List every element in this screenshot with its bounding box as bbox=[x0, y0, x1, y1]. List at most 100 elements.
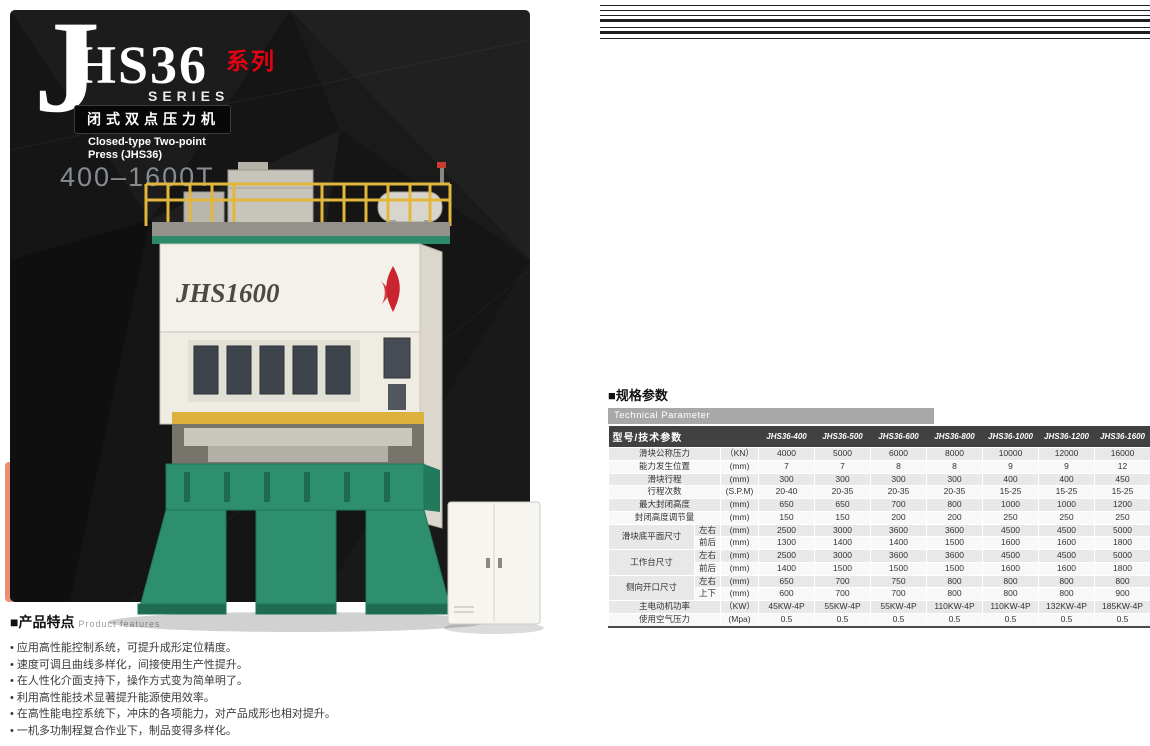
spec-value: 2500 bbox=[758, 549, 816, 563]
param-name: 使用空气压力 bbox=[608, 612, 721, 628]
spec-value: 200 bbox=[926, 510, 984, 525]
decor-line bbox=[600, 38, 1150, 39]
features-heading-en: Product features bbox=[78, 619, 159, 629]
model-column-header: JHS36-500 bbox=[814, 426, 871, 448]
spec-value: 800 bbox=[1094, 574, 1150, 589]
spec-value: 185KW-4P bbox=[1094, 600, 1150, 614]
spec-value: 6000 bbox=[870, 447, 928, 461]
machine-shadow bbox=[108, 612, 488, 632]
tonnage-range: 400–1600T bbox=[60, 162, 215, 192]
spec-value: 400 bbox=[982, 472, 1040, 487]
machine-bed bbox=[165, 463, 440, 512]
feature-list: • 应用高性能控制系统，可提升成形定位精度。• 速度可调且曲线多样化，间接使用生… bbox=[10, 640, 576, 739]
spec-value: 110KW-4P bbox=[982, 600, 1040, 614]
model-column-header: JHS36-1000 bbox=[982, 426, 1039, 448]
param-sub-label: 前后 bbox=[694, 536, 721, 551]
feature-item: • 速度可调且曲线多样化，间接使用生产性提升。 bbox=[10, 658, 248, 671]
specs-section: ■规格参数 Technical Parameter 型号/技术参数 JHS36-… bbox=[608, 385, 1150, 628]
model-column-header: JHS36-400 bbox=[758, 426, 815, 448]
spec-value: 4500 bbox=[982, 549, 1040, 563]
spec-value: 150 bbox=[814, 510, 872, 525]
spec-value: 400 bbox=[1038, 472, 1096, 487]
param-unit: (Mpa) bbox=[719, 612, 760, 628]
spec-value: 8 bbox=[926, 459, 984, 474]
param-unit: (S.P.M) bbox=[719, 485, 760, 500]
model-column-header: JHS36-600 bbox=[870, 426, 927, 448]
param-unit: (mm) bbox=[719, 510, 760, 525]
spec-value: 600 bbox=[758, 587, 816, 602]
spec-value: 3000 bbox=[814, 523, 872, 538]
param-unit: (mm) bbox=[719, 472, 760, 487]
model-column-header: JHS36-1600 bbox=[1094, 426, 1150, 448]
spec-value: 10000 bbox=[982, 447, 1040, 461]
spec-value: 5000 bbox=[814, 447, 872, 461]
control-cabinet bbox=[447, 501, 541, 625]
side-control-box bbox=[383, 337, 411, 379]
spec-value: 650 bbox=[758, 574, 816, 589]
param-name: 封闭高度调节量 bbox=[608, 510, 721, 525]
param-name: 滑块底平面尺寸 bbox=[608, 523, 695, 551]
press-machine-illustration: JHS1600 bbox=[108, 162, 544, 634]
spec-value: 12000 bbox=[1038, 447, 1096, 461]
spec-value: 0.5 bbox=[982, 612, 1040, 628]
series-title: HS36 bbox=[74, 35, 209, 95]
machine-legs bbox=[137, 509, 453, 615]
param-unit: (mm) bbox=[719, 498, 760, 512]
spec-value: 20-35 bbox=[814, 485, 872, 500]
spec-value: 800 bbox=[1038, 587, 1096, 602]
subtitle-line1: Closed-type Two-point bbox=[88, 136, 206, 148]
spec-value: 7 bbox=[758, 459, 816, 474]
spec-value: 2500 bbox=[758, 523, 816, 538]
param-sub-label: 前后 bbox=[694, 561, 721, 576]
param-name: 能力发生位置 bbox=[608, 459, 721, 474]
subtitle-line2: Press (JHS36) bbox=[88, 149, 162, 161]
spec-value: 650 bbox=[814, 498, 872, 512]
spec-value: 650 bbox=[758, 498, 816, 512]
param-sub-label: 左右 bbox=[694, 549, 721, 563]
spec-value: 1400 bbox=[758, 561, 816, 576]
param-unit: (mm) bbox=[719, 549, 760, 563]
spec-value: 55KW-4P bbox=[814, 600, 872, 614]
spec-value: 20-35 bbox=[926, 485, 984, 500]
param-name: 主电动机功率 bbox=[608, 600, 721, 614]
param-name: 行程次数 bbox=[608, 485, 721, 500]
spec-value: 4500 bbox=[1038, 523, 1096, 538]
spec-value: 150 bbox=[758, 510, 816, 525]
decor-line bbox=[600, 31, 1150, 34]
spec-value: 450 bbox=[1094, 472, 1150, 487]
spec-value: 700 bbox=[814, 574, 872, 589]
spec-value: 1800 bbox=[1094, 561, 1150, 576]
spec-value: 0.5 bbox=[926, 612, 984, 628]
spec-value: 300 bbox=[870, 472, 928, 487]
spec-value: 4500 bbox=[982, 523, 1040, 538]
param-unit: (mm) bbox=[719, 587, 760, 602]
machine-body: JHS1600 bbox=[159, 243, 443, 529]
spec-value: 1000 bbox=[1038, 498, 1096, 512]
spec-value: 1500 bbox=[870, 561, 928, 576]
feature-item: • 在人性化介面支持下，操作方式变为简单明了。 bbox=[10, 675, 248, 687]
param-unit: （KW） bbox=[719, 600, 760, 614]
spec-value: 1000 bbox=[982, 498, 1040, 512]
param-name: 滑块行程 bbox=[608, 472, 721, 487]
spec-value: 55KW-4P bbox=[870, 600, 928, 614]
brand-mark bbox=[386, 266, 400, 312]
spec-value: 1600 bbox=[982, 561, 1040, 576]
spec-value: 800 bbox=[926, 587, 984, 602]
machine-green-trim bbox=[152, 236, 450, 244]
spec-value: 5000 bbox=[1094, 549, 1150, 563]
spec-value: 0.5 bbox=[870, 612, 928, 628]
spec-value: 3600 bbox=[870, 523, 928, 538]
spec-value: 300 bbox=[758, 472, 816, 487]
machine-windows bbox=[193, 345, 351, 395]
spec-value: 12 bbox=[1094, 459, 1150, 474]
